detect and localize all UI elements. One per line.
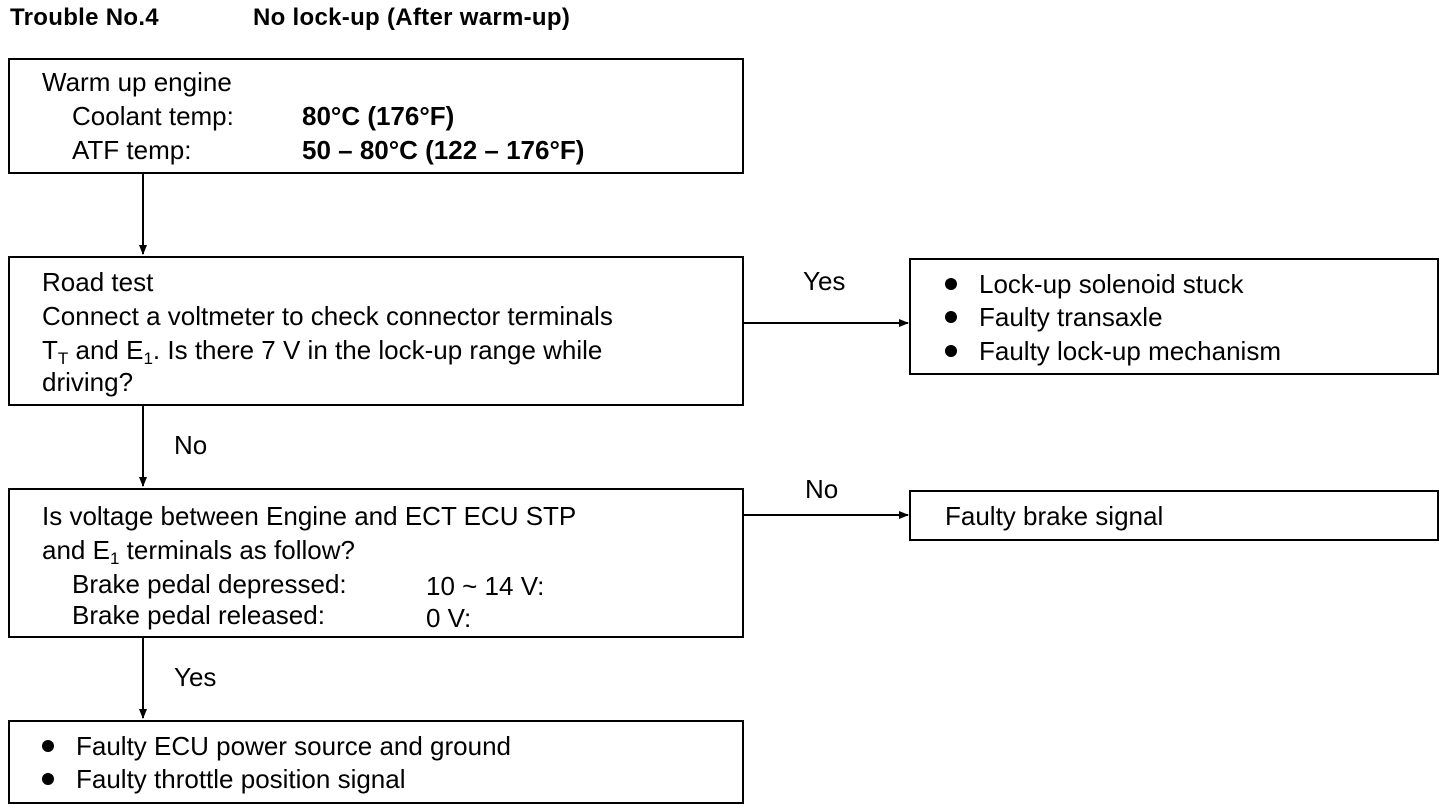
road-test-line-2-rest: . Is there 7 V in the lock-up range whil…	[152, 335, 603, 365]
road-test-line-1: Connect a voltmeter to check connector t…	[42, 301, 613, 331]
label-no-road-test: No	[174, 430, 208, 460]
final-result-item: Faulty throttle position signal	[42, 763, 406, 795]
bullet-icon	[945, 278, 957, 291]
bullet-icon	[945, 345, 957, 358]
terminal-t-subscript: T	[57, 349, 69, 368]
brake-released-value: 0 V:	[426, 603, 472, 633]
page-title: No lock-up (After warm-up)	[253, 4, 571, 31]
label-no-voltage: No	[805, 474, 839, 504]
atf-temp-label: ATF temp:	[72, 135, 192, 165]
box-faulty-brake-signal: Faulty brake signal	[909, 490, 1439, 541]
brake-released-label: Brake pedal released:	[72, 600, 325, 630]
trouble-number: Trouble No.4	[10, 4, 159, 31]
box-warm-up-engine: Warm up engine Coolant temp: 80°C (176°F…	[8, 58, 744, 174]
box-voltage-check: Is voltage between Engine and ECT ECU ST…	[8, 488, 744, 638]
yes-result-item: Faulty lock-up mechanism	[945, 335, 1281, 367]
brake-depressed-value: 10 ~ 14 V:	[426, 571, 545, 601]
road-test-line-3: driving?	[42, 367, 134, 397]
brake-depressed-label: Brake pedal depressed:	[72, 569, 347, 599]
terminal-e-subscript: 1	[143, 349, 153, 368]
warm-up-heading: Warm up engine	[42, 67, 232, 97]
atf-temp-value: 50 – 80°C (122 – 176°F)	[302, 135, 585, 165]
voltage-line-1: Is voltage between Engine and ECT ECU ST…	[42, 501, 577, 531]
bullet-icon	[945, 311, 957, 324]
box-yes-result: Lock-up solenoid stuck Faulty transaxle …	[909, 258, 1439, 375]
box-road-test: Road test Connect a voltmeter to check c…	[8, 256, 744, 406]
road-test-line-2: TT and E1. Is there 7 V in the lock-up r…	[42, 334, 602, 375]
and-e-text: and E	[68, 335, 144, 365]
terminal-e-subscript: 1	[109, 549, 120, 568]
road-test-heading: Road test	[42, 267, 154, 297]
yes-result-item: Lock-up solenoid stuck	[945, 268, 1243, 300]
bullet-icon	[42, 773, 54, 786]
label-yes-voltage: Yes	[174, 662, 217, 692]
voltage-line-2: and E1 terminals as follow?	[42, 535, 355, 568]
brake-signal-text: Faulty brake signal	[945, 501, 1164, 531]
box-final-result: Faulty ECU power source and ground Fault…	[8, 720, 744, 804]
label-yes-road-test: Yes	[803, 266, 846, 296]
final-result-item: Faulty ECU power source and ground	[42, 730, 511, 762]
coolant-temp-value: 80°C (176°F)	[302, 101, 455, 131]
coolant-temp-label: Coolant temp:	[72, 101, 234, 131]
yes-result-item: Faulty transaxle	[945, 301, 1163, 333]
bullet-icon	[42, 740, 54, 753]
terminal-t-letter: T	[42, 335, 58, 365]
